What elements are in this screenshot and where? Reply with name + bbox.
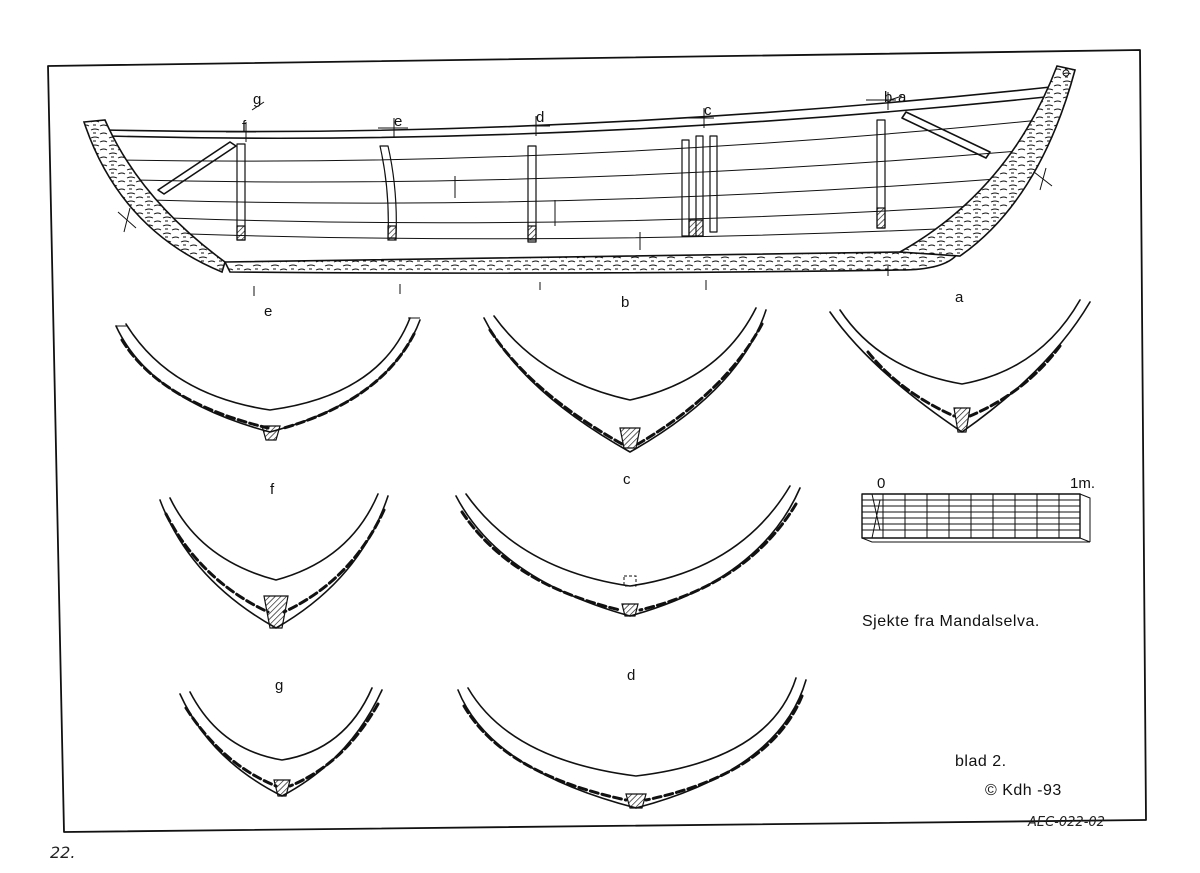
drawing-frame	[47, 49, 1147, 833]
station-label-b: b	[884, 89, 892, 106]
section-label-c: c	[623, 471, 631, 488]
boat-side-elevation	[82, 65, 1076, 296]
station-label-d: d	[536, 109, 544, 126]
station-label-f: f	[242, 118, 247, 135]
section-label-b: b	[621, 294, 629, 311]
copyright-signature: © Kdh -93	[985, 782, 1062, 799]
page-number: 22.	[50, 843, 75, 862]
section-d	[457, 677, 807, 809]
station-label-g: g	[253, 91, 261, 108]
sheet-number: blad 2.	[955, 753, 1007, 770]
scale-start-label: 0	[877, 475, 885, 492]
drawing-reference: AEC-022-02	[1027, 815, 1105, 830]
section-a	[829, 299, 1091, 433]
section-label-g: g	[275, 677, 283, 694]
drawing-title: Sjekte fra Mandalselva.	[862, 613, 1040, 630]
station-label-a: a	[898, 89, 907, 106]
scale-bar	[861, 493, 1091, 543]
section-label-f: f	[270, 481, 275, 498]
section-c	[455, 485, 801, 617]
scale-end-label: 1m.	[1070, 475, 1095, 492]
section-f	[159, 493, 389, 629]
station-label-c: c	[704, 102, 712, 119]
section-label-e: e	[264, 303, 272, 320]
station-label-e: e	[394, 113, 402, 130]
section-e	[115, 317, 421, 441]
section-label-a: a	[955, 289, 964, 306]
section-b	[483, 307, 767, 453]
section-g	[179, 687, 383, 797]
section-label-d: d	[627, 667, 635, 684]
